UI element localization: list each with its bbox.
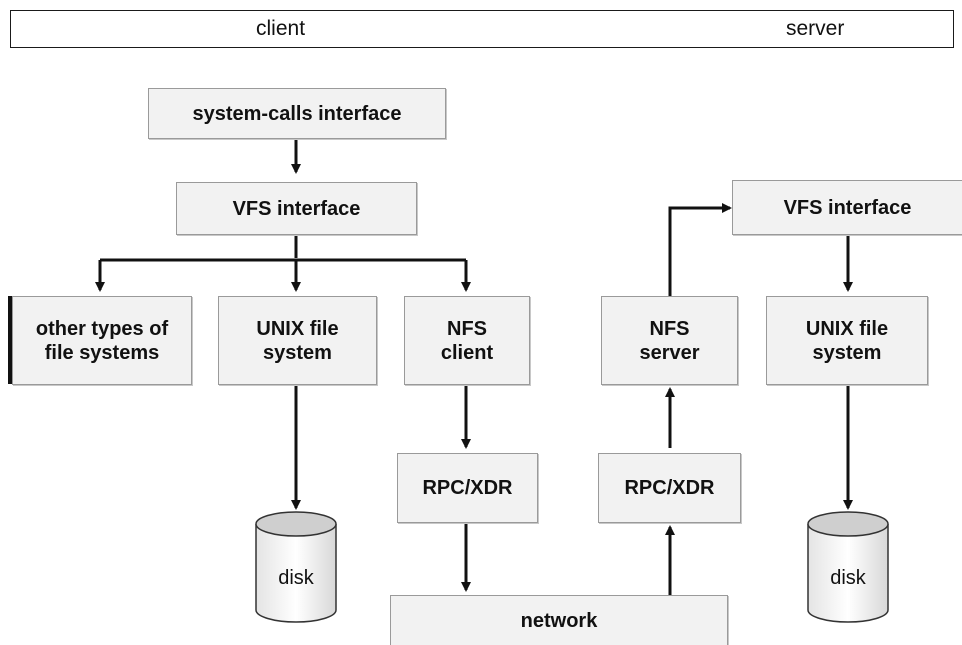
network-box: network: [390, 595, 728, 645]
client-label: client: [256, 17, 306, 40]
server-disk-label: disk: [830, 567, 866, 589]
nfs-client-box: NFS client: [404, 296, 530, 385]
syscalls-interface-box: system-calls interface: [148, 88, 446, 139]
arrow-nfs-server-to-vfs: [668, 203, 732, 296]
server-unix-fs-box: UNIX file system: [766, 296, 928, 385]
server-label: server: [786, 17, 845, 40]
server-vfs-interface-box: VFS interface: [732, 180, 962, 235]
server-rpc-xdr-box: RPC/XDR: [598, 453, 741, 523]
other-filesystems-box: other types of file systems: [12, 296, 192, 385]
header-bar: client server: [10, 10, 954, 48]
client-unix-fs-box: UNIX file system: [218, 296, 377, 385]
client-disk-icon: [255, 511, 337, 623]
client-disk-label: disk: [278, 567, 314, 589]
nfs-server-box: NFS server: [601, 296, 738, 385]
client-rpc-xdr-box: RPC/XDR: [397, 453, 538, 523]
server-disk-icon: [807, 511, 889, 623]
client-vfs-interface-box: VFS interface: [176, 182, 417, 235]
